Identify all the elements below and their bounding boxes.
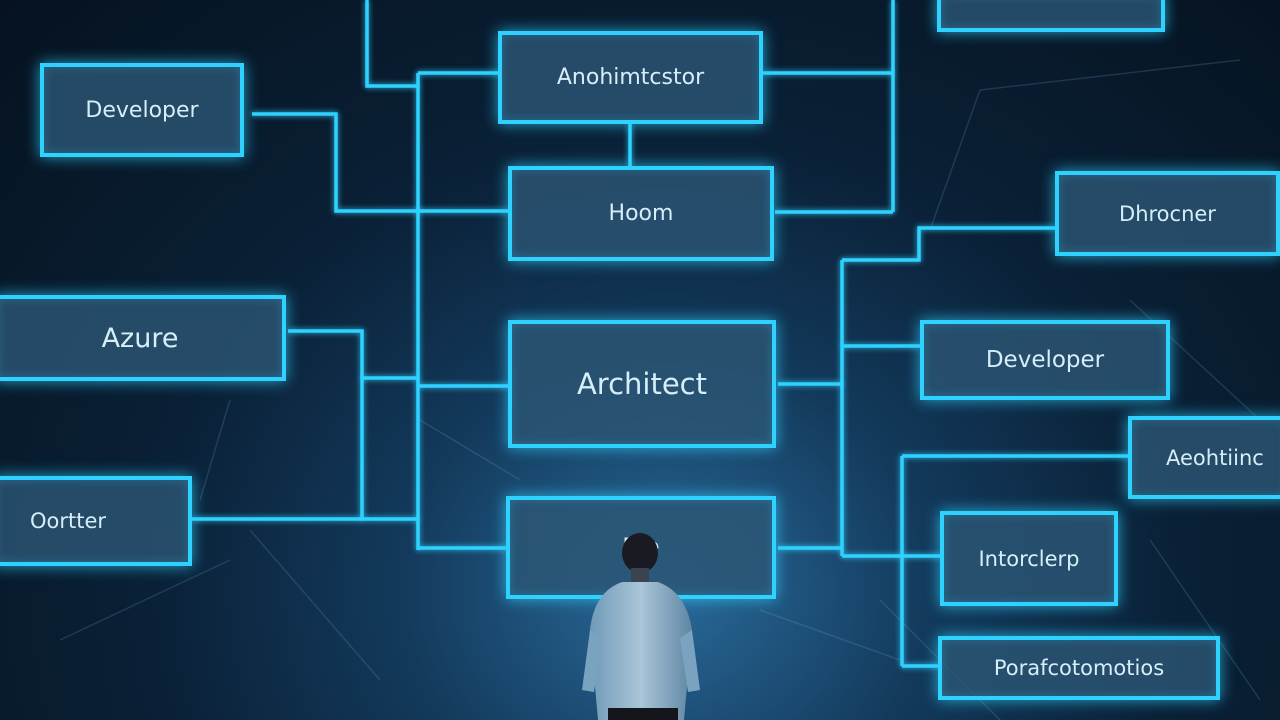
node-oortter: Oortter bbox=[0, 476, 192, 566]
node-top-right bbox=[937, 0, 1165, 32]
node-dhrocner: Dhrocner bbox=[1055, 171, 1280, 256]
node-developer-left: Developer bbox=[40, 63, 244, 157]
node-label: Azure bbox=[101, 322, 179, 354]
node-anohimtcstor: Anohimtcstor bbox=[498, 31, 763, 124]
node-label: Intorclerp bbox=[978, 546, 1080, 571]
node-label: Developer bbox=[985, 347, 1105, 373]
node-label: Architect bbox=[576, 367, 708, 401]
node-label: Hoom bbox=[608, 201, 674, 226]
node-porafcotomotios: Porafcotomotios bbox=[938, 636, 1220, 700]
node-azure: Azure bbox=[0, 295, 286, 381]
node-label: Anohimtcstor bbox=[556, 65, 705, 90]
node-intorclerp: Intorclerp bbox=[940, 511, 1118, 606]
node-label: Porafcotomotios bbox=[993, 656, 1165, 680]
node-aeohtiinc: Aeohtiinc bbox=[1128, 416, 1280, 499]
node-label: Dhrocner bbox=[1119, 201, 1216, 226]
node-label: Aeohtiinc bbox=[1166, 445, 1264, 470]
person-silhouette bbox=[582, 533, 700, 720]
node-architect: Architect bbox=[508, 320, 776, 448]
node-label: Oortter bbox=[30, 509, 107, 533]
node-label: Developer bbox=[85, 97, 199, 123]
node-developer-right: Developer bbox=[920, 320, 1170, 400]
node-hoom: Hoom bbox=[508, 166, 774, 261]
